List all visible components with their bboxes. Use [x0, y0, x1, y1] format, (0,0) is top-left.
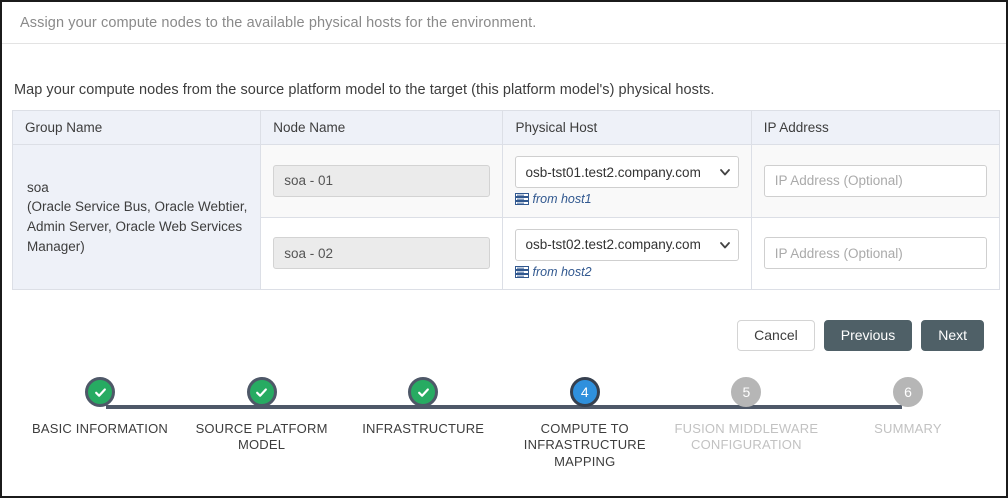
- compute-mapping-table: Group Name Node Name Physical Host IP Ad…: [12, 110, 1000, 290]
- step-bullet-4: 4: [569, 377, 600, 407]
- step-label-1: BASIC INFORMATION: [31, 421, 169, 436]
- physical-host-cell-1: osb-tst01.test2.company.com: [502, 144, 752, 218]
- step-label-3: INFRASTRUCTURE: [362, 421, 485, 436]
- previous-button[interactable]: Previous: [823, 320, 913, 351]
- check-icon: [256, 387, 268, 397]
- step-summary[interactable]: 6 SUMMARY: [828, 377, 988, 470]
- column-header-group-name: Group Name: [12, 110, 262, 145]
- step-bullet-1: [85, 377, 115, 407]
- step-infrastructure[interactable]: INFRASTRUCTURE: [343, 377, 503, 470]
- cancel-button[interactable]: Cancel: [737, 320, 815, 351]
- step-bullet-2: [246, 377, 277, 407]
- step-label-2: SOURCE PLATFORM MODEL: [195, 421, 328, 453]
- physical-host-cell-2: osb-tst02.test2.company.com: [502, 217, 752, 290]
- table-row: osb-tst02.test2.company.com: [13, 217, 1000, 290]
- table-row: soa (Oracle Service Bus, Oracle Webtier,…: [12, 144, 1000, 290]
- step-source-platform-model[interactable]: SOURCE PLATFORM MODEL: [182, 377, 342, 470]
- instruction-bar: Assign your compute nodes to the availab…: [2, 2, 1006, 44]
- node-name-cell-2: [260, 217, 504, 290]
- header-row: Group Name Node Name Physical Host IP Ad…: [12, 110, 1000, 145]
- table-header: Group Name Node Name Physical Host IP Ad…: [12, 110, 1000, 145]
- node-name-input-1[interactable]: [273, 164, 491, 197]
- stepper-steps: BASIC INFORMATION SOURCE PLATFORM MODEL: [20, 377, 988, 470]
- table-body: soa (Oracle Service Bus, Oracle Webtier,…: [12, 144, 1000, 290]
- ip-address-input-1[interactable]: [763, 164, 987, 197]
- physical-host-select-1[interactable]: osb-tst01.test2.company.com: [515, 156, 739, 188]
- check-icon: [94, 387, 106, 397]
- column-header-ip-address: IP Address: [751, 110, 1000, 145]
- step-compute-to-infrastructure-mapping[interactable]: 4 COMPUTE TO INFRASTRUCTURE MAPPING: [505, 377, 665, 470]
- next-button[interactable]: Next: [921, 320, 984, 351]
- physical-host-select-2[interactable]: osb-tst02.test2.company.com: [515, 228, 739, 261]
- step-bullet-5: 5: [731, 377, 762, 407]
- column-header-physical-host: Physical Host: [502, 110, 752, 145]
- from-host-label-1: from host1: [532, 192, 592, 206]
- check-icon: [417, 387, 429, 397]
- from-host-link-2[interactable]: from host2: [515, 264, 738, 279]
- step-bullet-3: [408, 377, 439, 407]
- step-label-5: FUSION MIDDLEWARE CONFIGURATION: [674, 421, 819, 453]
- step-basic-information[interactable]: BASIC INFORMATION: [20, 377, 180, 470]
- step-label-4: COMPUTE TO INFRASTRUCTURE MAPPING: [523, 421, 646, 469]
- instruction-text: Assign your compute nodes to the availab…: [20, 14, 537, 31]
- from-host-link-1[interactable]: from host1: [515, 193, 738, 206]
- wizard-stepper: BASIC INFORMATION SOURCE PLATFORM MODEL: [12, 377, 996, 489]
- group-name-cell: soa (Oracle Service Bus, Oracle Webtier,…: [12, 144, 262, 290]
- stepper-inner: BASIC INFORMATION SOURCE PLATFORM MODEL: [20, 377, 988, 470]
- stepper-track: [106, 405, 902, 409]
- server-stack-icon: [515, 193, 530, 206]
- server-stack-icon: [515, 265, 530, 278]
- group-name-label: soa: [27, 179, 49, 195]
- action-bar: Cancel Previous Next: [12, 290, 996, 351]
- ip-address-cell-1: [751, 144, 1000, 218]
- from-host-label-2: from host2: [532, 264, 592, 279]
- node-name-cell-1: [260, 144, 504, 218]
- physical-host-select-wrap-2: osb-tst02.test2.company.com: [515, 228, 739, 261]
- step-label-6: SUMMARY: [874, 421, 942, 436]
- intro-text: Map your compute nodes from the source p…: [14, 82, 715, 98]
- group-description-label: (Oracle Service Bus, Oracle Webtier, Adm…: [27, 199, 248, 254]
- ip-address-cell-2: [751, 217, 1000, 290]
- column-header-node-name: Node Name: [260, 110, 504, 145]
- step-fusion-middleware-configuration[interactable]: 5 FUSION MIDDLEWARE CONFIGURATION: [666, 377, 826, 470]
- ip-address-input-2[interactable]: [763, 237, 987, 270]
- step-bullet-6: 6: [892, 377, 923, 407]
- physical-host-select-wrap-1: osb-tst01.test2.company.com: [515, 156, 739, 188]
- node-name-input-2[interactable]: [273, 237, 491, 270]
- page-body: Map your compute nodes from the source p…: [2, 44, 1006, 489]
